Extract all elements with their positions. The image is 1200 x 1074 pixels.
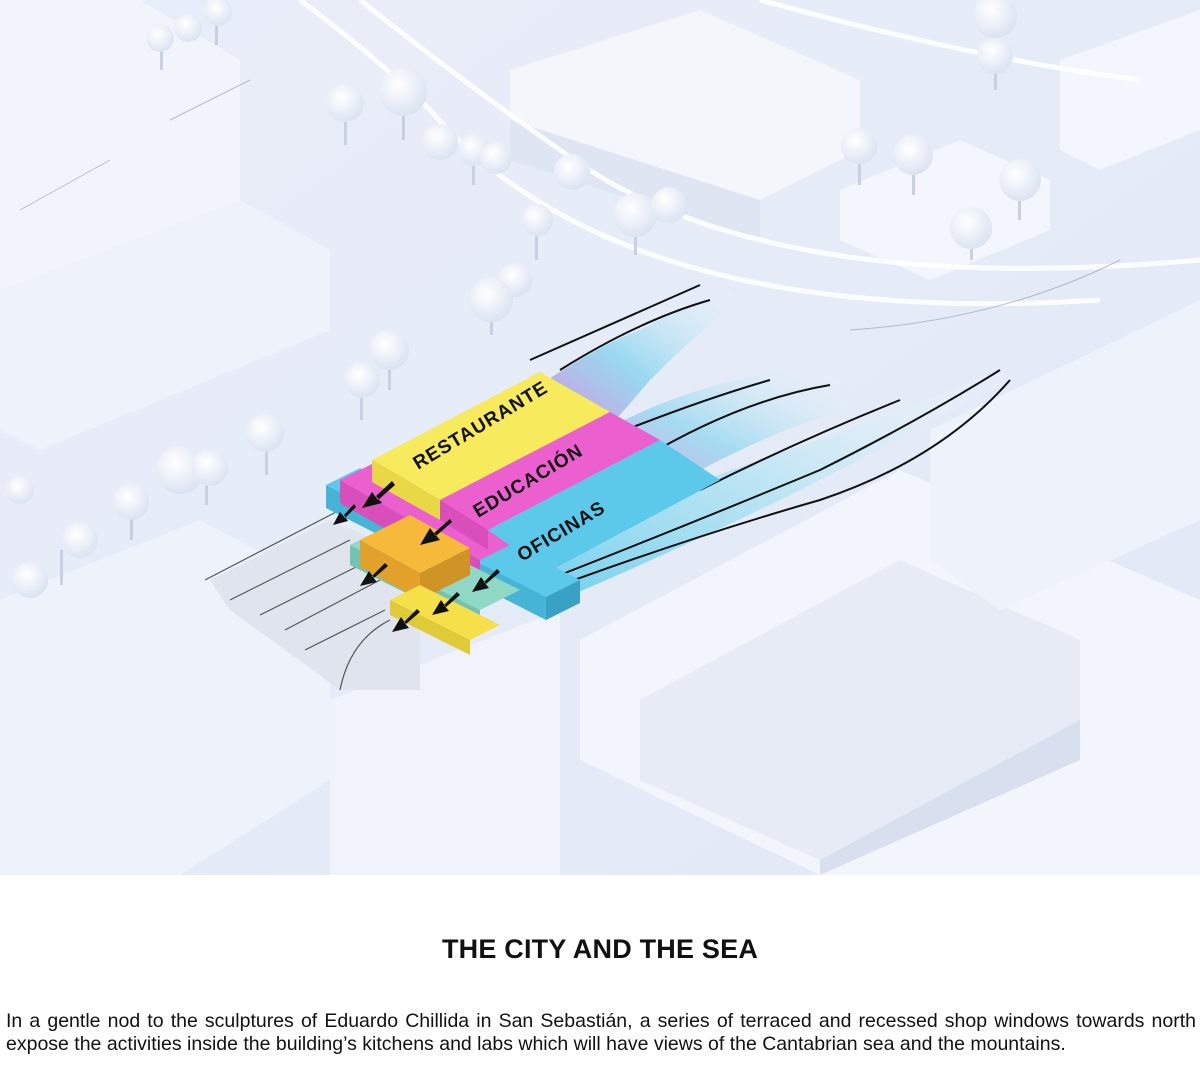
building-volumes <box>326 372 720 655</box>
entrance-arrows <box>333 481 500 632</box>
city-blocks <box>0 0 1200 875</box>
caption-paragraph: In a gentle nod to the sculptures of Edu… <box>6 1010 1196 1055</box>
trees <box>6 0 1041 598</box>
section-title: THE CITY AND THE SEA <box>441 934 759 964</box>
axonometric-diagram: RESTAURANTE EDUCACIÓN OFICINAS <box>0 0 1200 875</box>
